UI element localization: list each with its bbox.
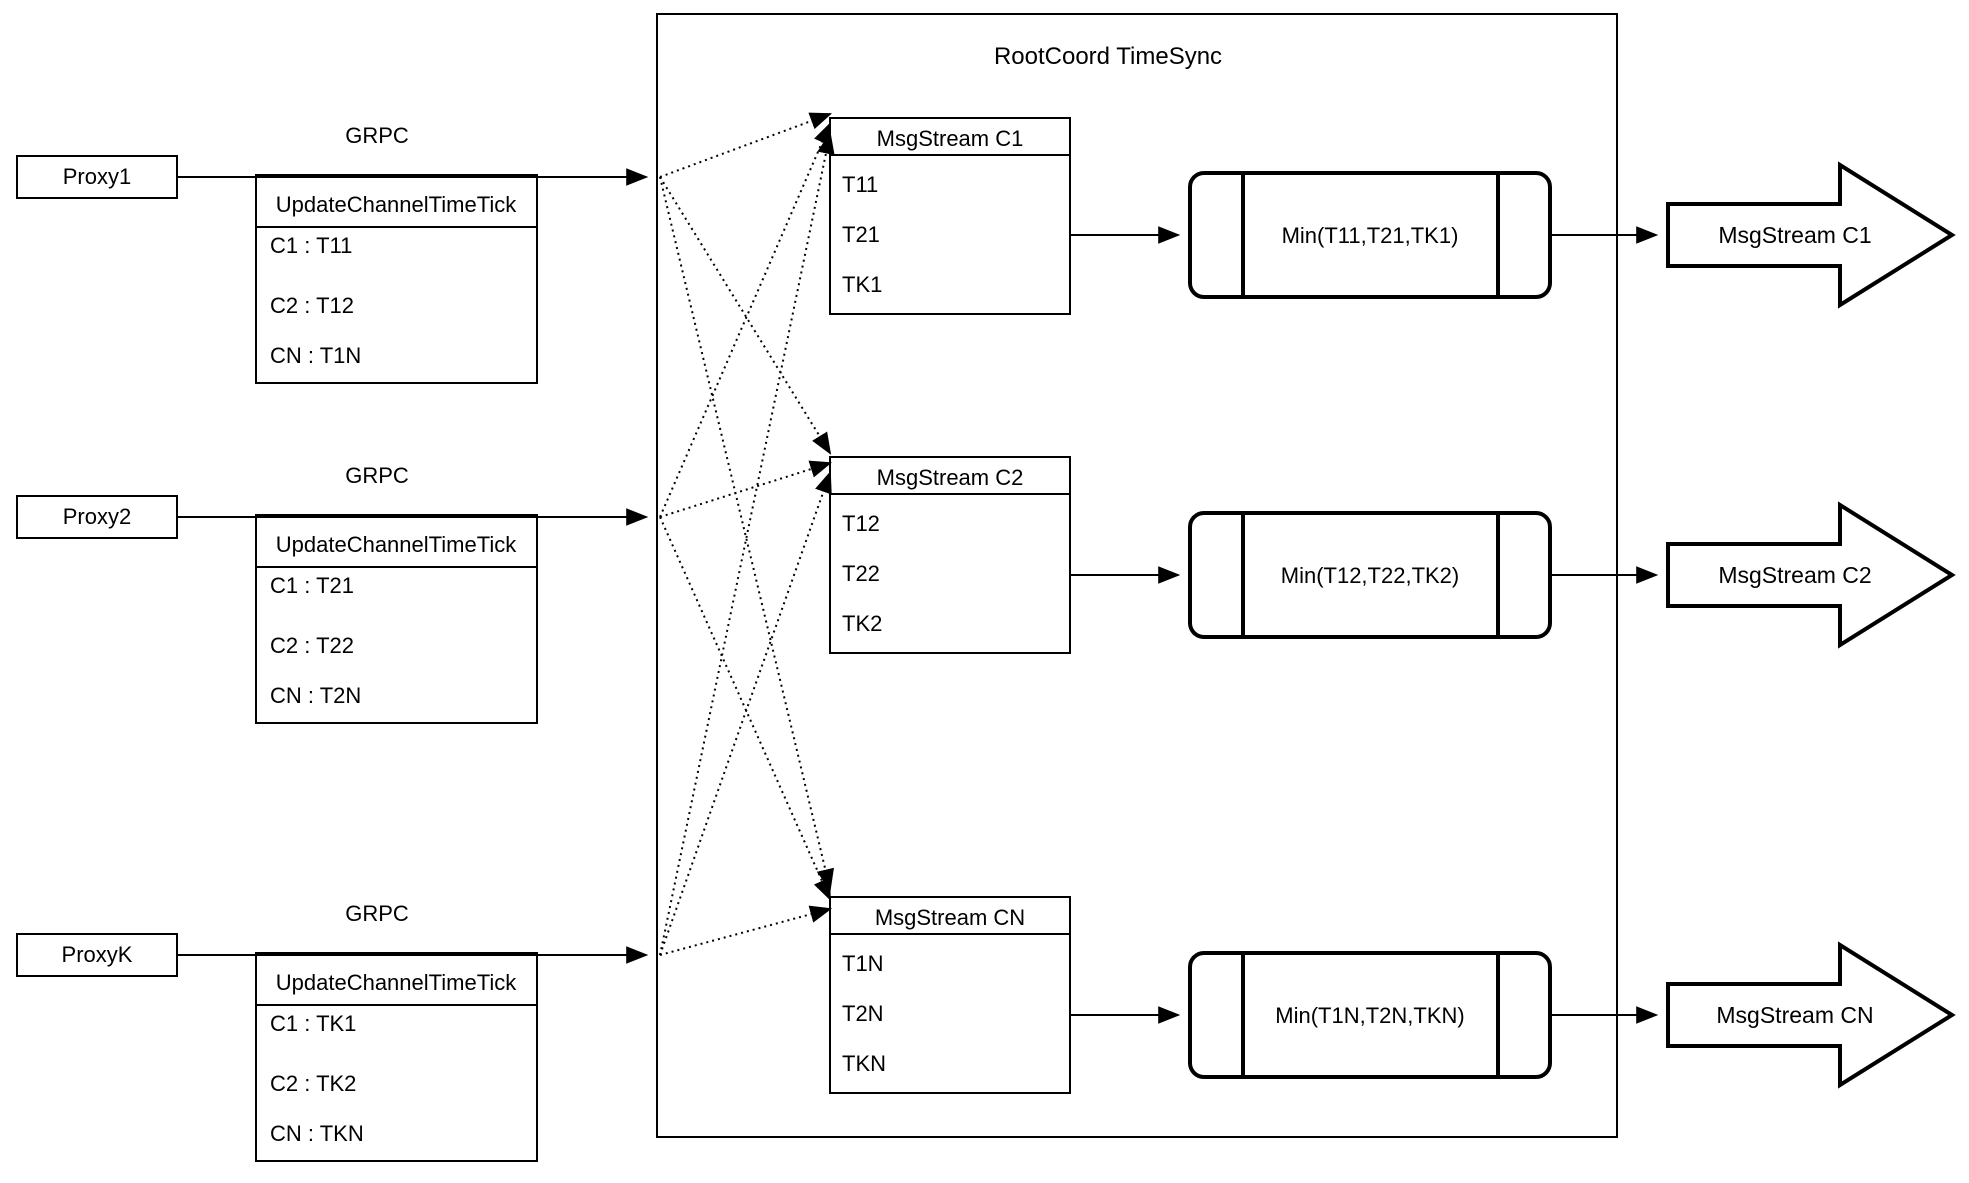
output-arrow-c2-label: MsgStream C2 — [1718, 562, 1871, 588]
proxy1-table-row: C1 : T11 — [270, 233, 352, 258]
min-node-c1: Min(T11,T21,TK1) — [1188, 171, 1552, 299]
msgstream-c2-box — [829, 456, 1071, 654]
proxy2-table-row: C1 : T21 — [270, 573, 354, 598]
proxy2-timetick-table: UpdateChannelTimeTick C1 : T21 C2 : T22 … — [255, 514, 538, 724]
proxyk-label: ProxyK — [62, 942, 133, 967]
output-arrow-cn-label: MsgStream CN — [1716, 1002, 1873, 1028]
msgstream-cn-tick: T1N — [842, 951, 884, 976]
output-arrow-c2 — [1666, 501, 1956, 649]
proxy2-table-row: C2 : T22 — [270, 633, 354, 658]
proxy-group-1: Proxy1 GRPC UpdateChannelTimeTick C1 : T… — [16, 123, 649, 384]
proxyk-box — [16, 933, 178, 977]
min-node-cn: Min(T1N,T2N,TKN) — [1188, 951, 1552, 1079]
proxy1-timetick-table: UpdateChannelTimeTick C1 : T11 C2 : T12 … — [255, 174, 538, 384]
proxy2-box — [16, 495, 178, 539]
dotted-arrow-p2-c1 — [659, 121, 831, 518]
proxyk-grpc-label: GRPC — [345, 901, 409, 926]
stream-row-cn: MsgStream CN T1N T2N TKN Min(T1N,T2N,TKN… — [829, 896, 1956, 1094]
proxy-group-k: ProxyK GRPC UpdateChannelTimeTick C1 : T… — [16, 901, 649, 1162]
msgstream-c2-tick: TK2 — [842, 611, 882, 636]
msgstream-c1-box — [829, 117, 1071, 315]
dotted-arrow-pk-c2 — [659, 470, 832, 956]
output-arrow-c1 — [1666, 161, 1956, 309]
proxy1-table-row: C2 : T12 — [270, 293, 354, 318]
proxy1-box — [16, 155, 178, 199]
proxy1-label: Proxy1 — [63, 164, 131, 189]
proxy2-grpc-label: GRPC — [345, 463, 409, 488]
proxyk-timetick-table: UpdateChannelTimeTick C1 : TK1 C2 : TK2 … — [255, 952, 538, 1162]
proxy1-table-box — [255, 174, 538, 384]
proxy2-table-title: UpdateChannelTimeTick — [276, 532, 517, 557]
dotted-arrow-pk-cn — [659, 905, 833, 956]
proxy-group-2: Proxy2 GRPC UpdateChannelTimeTick C1 : T… — [16, 463, 649, 724]
dotted-arrow-p1-c2 — [659, 176, 832, 455]
proxy2-table-row: CN : T2N — [270, 683, 361, 708]
proxyk-table-row: C1 : TK1 — [270, 1011, 356, 1036]
proxy2-table-box — [255, 514, 538, 724]
msgstream-cn-title: MsgStream CN — [875, 905, 1025, 930]
output-arrow-cn — [1666, 941, 1956, 1089]
msgstream-c2-title: MsgStream C2 — [877, 465, 1024, 490]
proxy2-label: Proxy2 — [63, 504, 131, 529]
stream-row-c1: MsgStream C1 T11 T21 TK1 Min(T11,T21,TK1… — [829, 117, 1956, 315]
output-arrow-c1-label: MsgStream C1 — [1718, 222, 1871, 248]
msgstream-cn-box — [829, 896, 1071, 1094]
msgstream-c1-title: MsgStream C1 — [877, 126, 1024, 151]
dotted-arrow-p2-cn — [659, 516, 831, 902]
msgstream-cn-tick: TKN — [842, 1051, 886, 1076]
msgstream-c2-tick: T12 — [842, 511, 880, 536]
stream-row-c2: MsgStream C2 T12 T22 TK2 Min(T12,T22,TK2… — [829, 456, 1956, 654]
dotted-arrow-pk-c1 — [659, 131, 835, 956]
dotted-arrow-p1-cn — [659, 176, 834, 892]
proxy1-table-row: CN : T1N — [270, 343, 361, 368]
proxyk-table-row: CN : TKN — [270, 1121, 364, 1146]
msgstream-c1-tick: T21 — [842, 222, 880, 247]
dotted-arrow-p2-c2 — [659, 460, 833, 518]
msgstream-cn-tick: T2N — [842, 1001, 884, 1026]
min-node-c2: Min(T12,T22,TK2) — [1188, 511, 1552, 639]
timetick-dispatch-arrows — [659, 112, 835, 956]
min-c1-label: Min(T11,T21,TK1) — [1282, 223, 1459, 248]
proxy1-grpc-label: GRPC — [345, 123, 409, 148]
min-cn-label: Min(T1N,T2N,TKN) — [1275, 1003, 1464, 1028]
proxyk-table-row: C2 : TK2 — [270, 1071, 356, 1096]
msgstream-c2-tick: T22 — [842, 561, 880, 586]
proxyk-table-title: UpdateChannelTimeTick — [276, 970, 517, 995]
min-c2-label: Min(T12,T22,TK2) — [1281, 563, 1460, 588]
msgstream-c1-tick: TK1 — [842, 272, 882, 297]
dotted-arrow-p1-c1 — [659, 112, 833, 178]
msgstream-c1-tick: T11 — [842, 172, 878, 197]
proxyk-table-box — [255, 952, 538, 1162]
proxy1-table-title: UpdateChannelTimeTick — [276, 192, 517, 217]
rootcoord-title: RootCoord TimeSync — [994, 43, 1222, 70]
